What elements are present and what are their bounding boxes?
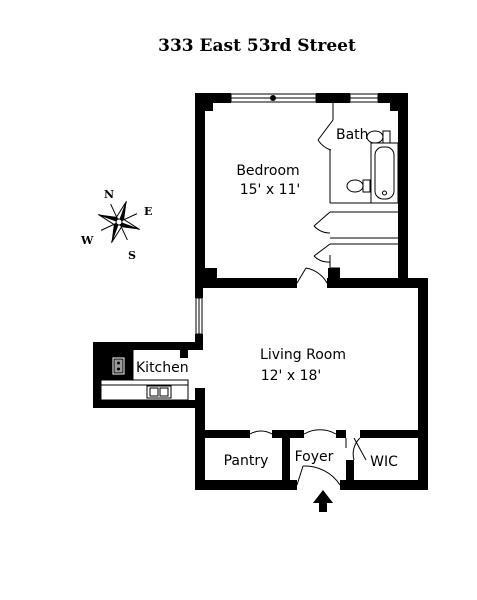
stove-icon [113, 358, 124, 374]
compass-east-label: E [144, 205, 152, 218]
interior-walls [205, 103, 418, 490]
windows [195, 93, 379, 335]
foyer-label: Foyer [295, 449, 334, 465]
compass-rose-icon [98, 201, 140, 243]
kitchen-label: Kitchen [136, 360, 189, 376]
living-room-label: Living Room [260, 347, 346, 363]
compass-south-label: S [128, 249, 136, 262]
bathtub-icon [370, 142, 399, 204]
doors [249, 119, 367, 486]
toilet-icon [346, 130, 391, 193]
entry-arrow-icon [313, 490, 333, 512]
compass-west-label: W [80, 234, 94, 247]
exterior-walls [93, 93, 428, 490]
compass-north-label: N [104, 188, 114, 201]
sink-icon [146, 385, 172, 399]
wic-label: WIC [370, 454, 398, 470]
plan-title: 333 East 53rd Street [158, 36, 356, 56]
bedroom-label: Bedroom [236, 163, 299, 179]
bath-label: Bath [336, 127, 369, 143]
bedroom-size: 15' x 11' [240, 182, 301, 198]
living-room-size: 12' x 18' [261, 368, 322, 384]
pantry-label: Pantry [224, 453, 269, 469]
